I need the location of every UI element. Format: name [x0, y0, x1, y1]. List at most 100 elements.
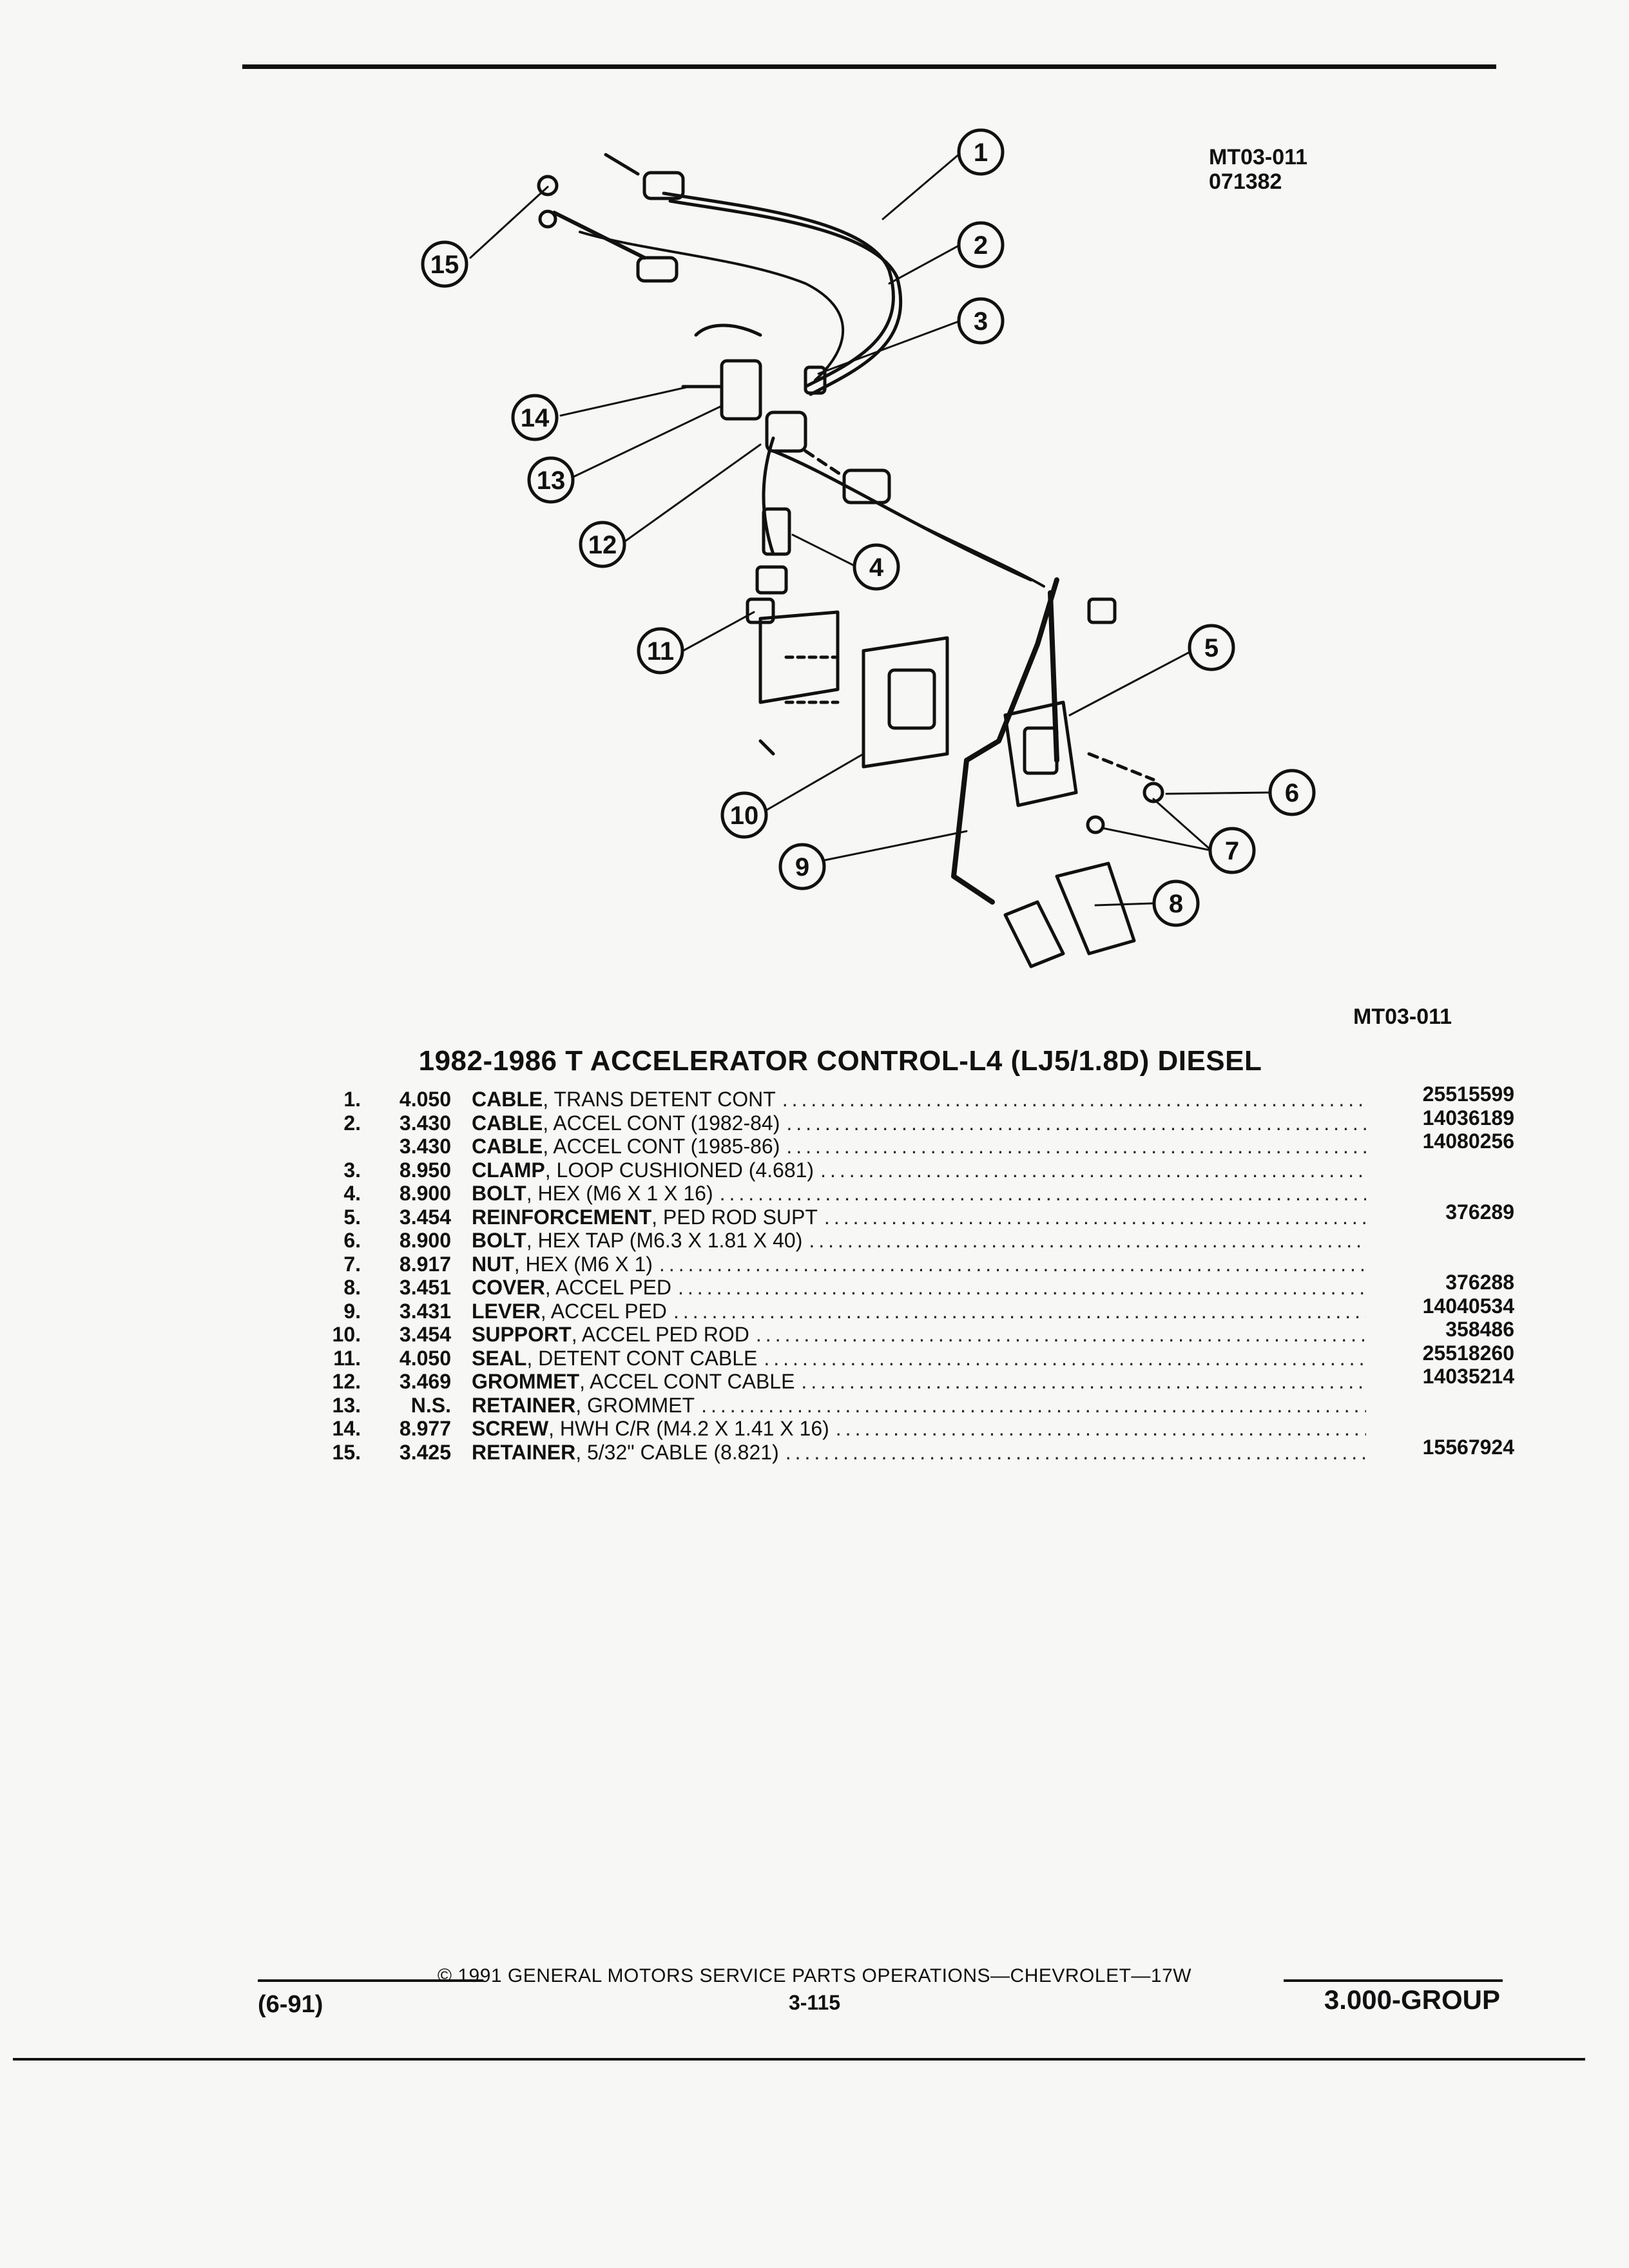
callout-10: 10: [730, 802, 759, 830]
description: BOLT, HEX TAP (M6.3 X 1.81 X 40): [472, 1229, 802, 1253]
callout-2: 2: [974, 231, 988, 260]
leader-dots: ........................................…: [755, 1323, 1366, 1346]
description-cell: COVER, ACCEL PED........................…: [472, 1276, 1366, 1300]
description: RETAINER, GROMMET: [472, 1394, 695, 1418]
callout-15: 15: [430, 251, 459, 279]
part-detail: , ACCEL CONT (1982-84): [543, 1111, 780, 1135]
part-name: SCREW: [472, 1417, 549, 1440]
description: GROMMET, ACCEL CONT CABLE: [472, 1370, 795, 1394]
part-name: CABLE: [472, 1135, 543, 1158]
description: CABLE, TRANS DETENT CONT: [472, 1088, 776, 1111]
part-name: SUPPORT: [472, 1323, 572, 1346]
description-cell: SCREW, HWH C/R (M4.2 X 1.41 X 16).......…: [472, 1417, 1366, 1441]
item-number: 4.: [343, 1182, 361, 1205]
description: CABLE, ACCEL CONT (1982-84): [472, 1111, 780, 1135]
bracket-cluster: [681, 359, 891, 505]
leader-dots: ........................................…: [824, 1205, 1366, 1229]
group-number: 3.430: [399, 1135, 451, 1158]
part-name: REINFORCEMENT: [472, 1205, 652, 1229]
leader-dots: ........................................…: [764, 1346, 1366, 1370]
leader-dots: ........................................…: [835, 1417, 1366, 1440]
footer-copyright: © 1991 GENERAL MOTORS SERVICE PARTS OPER…: [437, 1965, 1192, 1986]
item-number: 14.: [332, 1417, 361, 1440]
part-number: 376289: [1445, 1200, 1514, 1224]
part-name: NUT: [472, 1252, 514, 1276]
figure-ref-date: 071382: [1209, 169, 1282, 194]
leader-dots: ........................................…: [786, 1111, 1366, 1135]
description-cell: SUPPORT, ACCEL PED ROD..................…: [472, 1323, 1366, 1347]
top-rule: [242, 64, 1496, 69]
description-cell: GROMMET, ACCEL CONT CABLE...............…: [472, 1370, 1366, 1394]
leader-lines: [469, 152, 1271, 907]
part-detail: , HEX TAP (M6.3 X 1.81 X 40): [526, 1229, 803, 1252]
part-name: CABLE: [472, 1111, 543, 1135]
part-name: LEVER: [472, 1299, 541, 1323]
part-number: 15567924: [1422, 1435, 1514, 1459]
part-detail: , HWH C/R (M4.2 X 1.41 X 16): [548, 1417, 829, 1440]
group-number: 8.977: [399, 1417, 451, 1440]
callout-12: 12: [588, 531, 617, 559]
parts-row: 3.430 CABLE, ACCEL CONT (1985-86)........…: [303, 1129, 1514, 1158]
group-number: 3.430: [399, 1111, 451, 1135]
description-cell: RETAINER, 5/32" CABLE (8.821)...........…: [472, 1441, 1366, 1465]
description: BOLT, HEX (M6 X 1 X 16): [472, 1182, 713, 1206]
description-cell: CABLE, TRANS DETENT CONT................…: [472, 1088, 1366, 1111]
page-title: 1982-1986 T ACCELERATOR CONTROL-L4 (LJ5/…: [0, 1045, 1629, 1077]
description-cell: BOLT, HEX (M6 X 1 X 16).................…: [472, 1182, 1366, 1206]
item-number: 8.: [343, 1276, 361, 1299]
description: CABLE, ACCEL CONT (1985-86): [472, 1135, 780, 1158]
callout-numbers: 1 2 3 4 5 6 7 8 9 10 11 12 13 14 15: [430, 139, 1299, 918]
cable-end-fittings: [537, 153, 827, 395]
part-detail: , PED ROD SUPT: [651, 1205, 818, 1229]
leader-dots: ........................................…: [782, 1088, 1366, 1111]
callout-8: 8: [1169, 890, 1183, 918]
item-number: 9.: [343, 1299, 361, 1323]
footer-rule-left: [258, 1979, 483, 1982]
description-cell: SEAL, DETENT CONT CABLE.................…: [472, 1347, 1366, 1370]
parts-row: 14. 8.977 SCREW, HWH C/R (M4.2 X 1.41 X 16…: [303, 1417, 1514, 1441]
leader-dots: ........................................…: [719, 1182, 1366, 1205]
description-cell: CABLE, ACCEL CONT (1985-86).............…: [472, 1135, 1366, 1158]
part-detail: , ACCEL CONT CABLE: [579, 1370, 795, 1393]
description: LEVER, ACCEL PED: [472, 1300, 667, 1323]
callout-6: 6: [1285, 779, 1299, 807]
group-number: 4.050: [399, 1346, 451, 1370]
item-number: 3.: [343, 1158, 361, 1182]
callout-5: 5: [1204, 634, 1219, 662]
footer-page-number: 3-115: [788, 1991, 841, 2014]
callout-4: 4: [869, 553, 884, 582]
part-detail: , ACCEL PED: [540, 1299, 667, 1323]
exploded-parts-diagram: 1 2 3 4 5 6 7 8 9 10 11 12 13 14 15: [421, 128, 1316, 968]
description: COVER, ACCEL PED: [472, 1276, 671, 1300]
item-number: 5.: [343, 1205, 361, 1229]
callout-1: 1: [974, 139, 988, 167]
leader-dots: ........................................…: [786, 1135, 1366, 1158]
leader-dots: ........................................…: [801, 1370, 1366, 1393]
leader-dots: ........................................…: [659, 1252, 1366, 1276]
part-detail: , 5/32" CABLE (8.821): [575, 1440, 779, 1464]
description: REINFORCEMENT, PED ROD SUPT: [472, 1206, 818, 1229]
part-detail: , ACCEL PED ROD: [571, 1323, 749, 1346]
group-number: 3.454: [399, 1323, 451, 1346]
description: SCREW, HWH C/R (M4.2 X 1.41 X 16): [472, 1417, 829, 1441]
item-number: 11.: [333, 1346, 361, 1370]
leader-dots: ........................................…: [701, 1393, 1366, 1417]
leader-dots: ........................................…: [673, 1299, 1366, 1323]
part-name: CLAMP: [472, 1158, 545, 1182]
part-detail: , GROMMET: [575, 1393, 695, 1417]
callout-11: 11: [647, 637, 674, 666]
callout-3: 3: [974, 307, 988, 336]
item-number: 13.: [332, 1393, 361, 1417]
group-number: 4.050: [399, 1088, 451, 1111]
description-cell: RETAINER, GROMMET.......................…: [472, 1394, 1366, 1418]
bolt-and-seal: [746, 507, 791, 624]
